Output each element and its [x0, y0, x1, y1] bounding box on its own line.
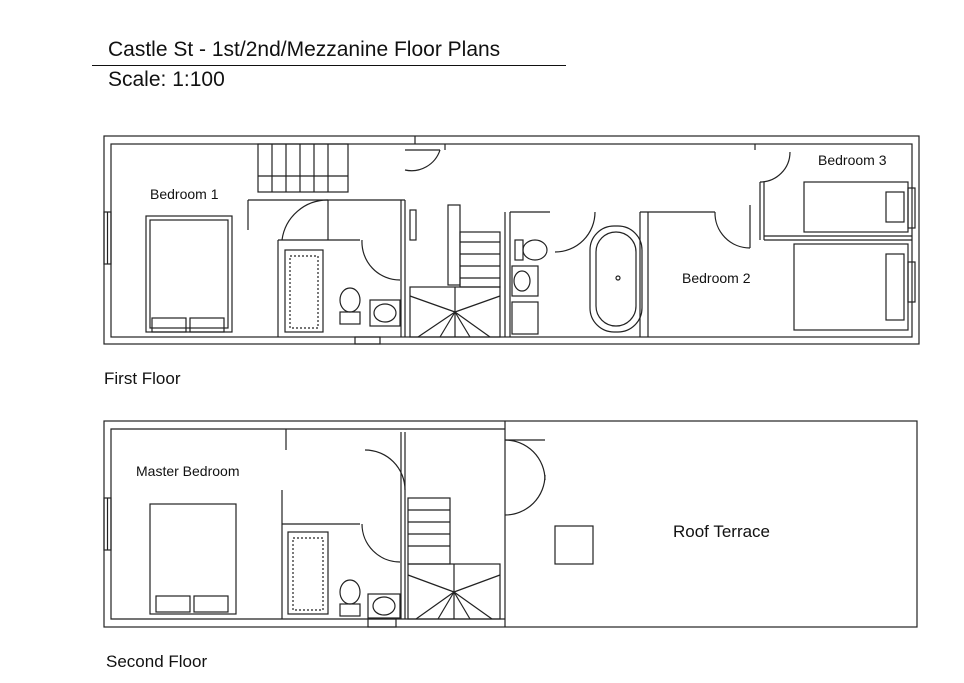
- bathtub: [589, 225, 643, 333]
- first-floor-label: First Floor: [104, 369, 181, 388]
- bedroom3-window: [907, 187, 916, 229]
- terrace-skylight: [554, 525, 594, 565]
- toilet-1: [339, 287, 361, 325]
- toilet-3: [339, 579, 361, 617]
- second-landing-window: [367, 618, 397, 628]
- bed-bedroom3: [803, 181, 909, 233]
- room-label-bedroom1: Bedroom 1: [150, 186, 219, 202]
- shower-tray-1: [284, 249, 324, 333]
- room-label-roof-terrace: Roof Terrace: [673, 522, 770, 541]
- room-label-master-bedroom: Master Bedroom: [136, 463, 239, 479]
- toilet-2: [514, 239, 548, 261]
- basin-1: [369, 299, 401, 327]
- bath-shelf: [511, 301, 539, 335]
- shower-tray-2: [287, 531, 329, 615]
- second-floor-plan: Master Bedroom Roof Terrace: [103, 420, 918, 628]
- bed-bedroom2: [793, 243, 909, 331]
- bedroom2-window: [907, 261, 916, 303]
- plan-title: Castle St - 1st/2nd/Mezzanine Floor Plan…: [108, 38, 501, 61]
- second-floor-label: Second Floor: [106, 652, 208, 671]
- upper-stair: [257, 143, 349, 193]
- basin-2: [511, 265, 539, 297]
- main-stair-first: [409, 204, 501, 338]
- plan-scale: Scale: 1:100: [108, 68, 225, 91]
- landing-window: [354, 336, 381, 345]
- room-label-bedroom2: Bedroom 2: [682, 270, 751, 286]
- basin-3: [367, 593, 401, 619]
- title-underline: [92, 65, 566, 66]
- bed-master: [149, 503, 237, 615]
- first-floor-plan: Bedroom 1 Bedroom 2 Bedroom 3: [103, 135, 920, 345]
- bed-bedroom1: [145, 215, 233, 333]
- room-label-bedroom3: Bedroom 3: [818, 152, 887, 168]
- main-stair-second: [407, 497, 501, 620]
